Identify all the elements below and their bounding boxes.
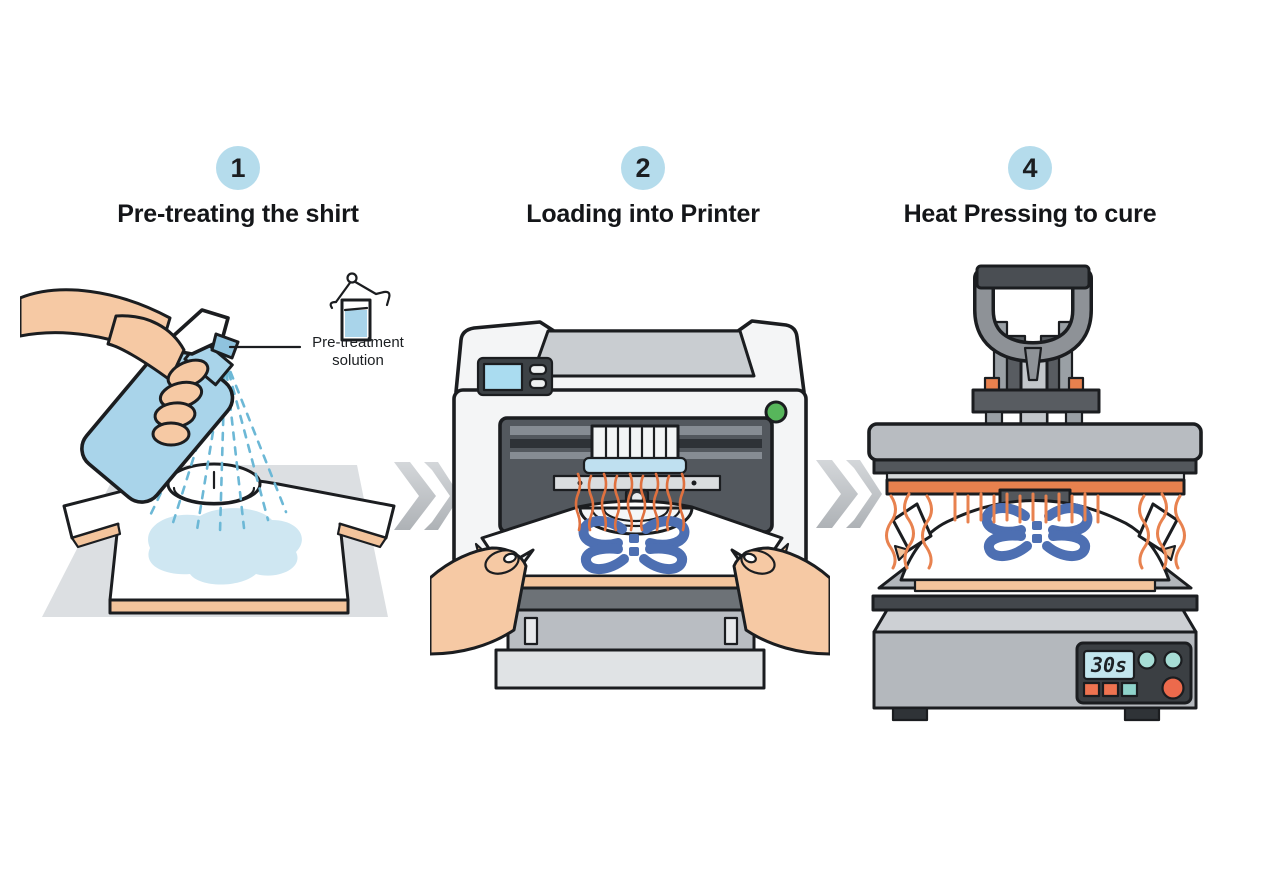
shirt-edge: [913, 578, 1157, 593]
step-2-title: Loading into Printer: [526, 200, 760, 228]
handle-grip: [975, 264, 1091, 290]
press-button: [1082, 681, 1101, 698]
pretreat-illustration: [20, 272, 396, 617]
chevron-right-icon: [394, 462, 436, 530]
press-control-panel: 30s: [1075, 641, 1193, 705]
printer-button: [528, 363, 548, 376]
press-button: [1163, 650, 1183, 670]
upper-platen: [867, 422, 1203, 514]
solution-cup-icon: [329, 272, 391, 342]
step-3-badge: 4: [1008, 146, 1052, 190]
timer-value: 30s: [1090, 653, 1127, 677]
press-start-button: [1161, 676, 1185, 700]
nozzle: [210, 332, 240, 360]
pretreatment-solution-label: Pre-treatment solution: [312, 334, 404, 370]
printer-top-inset: [530, 329, 756, 378]
chevron-right-icon: [816, 460, 858, 528]
step-1-header: 1 Pre-treating the shirt: [68, 146, 408, 229]
timer-display: [1082, 649, 1136, 681]
heat-waves: [885, 492, 1186, 570]
print-head: [552, 424, 722, 508]
heat-press-illustration: 30s: [867, 264, 1203, 722]
printer-illustration: [430, 319, 830, 690]
printer-button: [528, 377, 548, 390]
step-2-header: 2 Loading into Printer: [473, 146, 813, 229]
chevron-right-icon: [846, 460, 882, 528]
printer-control-panel: [476, 356, 554, 397]
hand: [106, 314, 210, 447]
shirt-in-press: [891, 499, 1179, 593]
press-button: [1137, 650, 1157, 670]
shirt-in-printer: [474, 499, 790, 590]
step-arrow-2: [816, 460, 882, 528]
loading-tray: [488, 586, 784, 690]
power-light: [764, 400, 788, 424]
shirt-edge: [108, 598, 350, 615]
wet-spot: [148, 508, 302, 585]
step-1-badge: 1: [216, 146, 260, 190]
press-button: [1101, 681, 1120, 698]
flat-shirt: [62, 462, 396, 615]
press-handle: [973, 264, 1093, 382]
step-3-title: Heat Pressing to cure: [903, 200, 1157, 228]
ink-spray: [574, 472, 686, 532]
shirt-edge: [512, 574, 752, 590]
left-hand: [430, 546, 528, 656]
step-1-title: Pre-treating the shirt: [117, 200, 359, 228]
printer-screen: [482, 362, 524, 392]
step-2-badge: 2: [621, 146, 665, 190]
heat-lines: [953, 492, 1100, 524]
step-3-header: 4 Heat Pressing to cure: [860, 146, 1200, 229]
right-hand: [732, 546, 830, 656]
press-button: [1120, 681, 1139, 698]
